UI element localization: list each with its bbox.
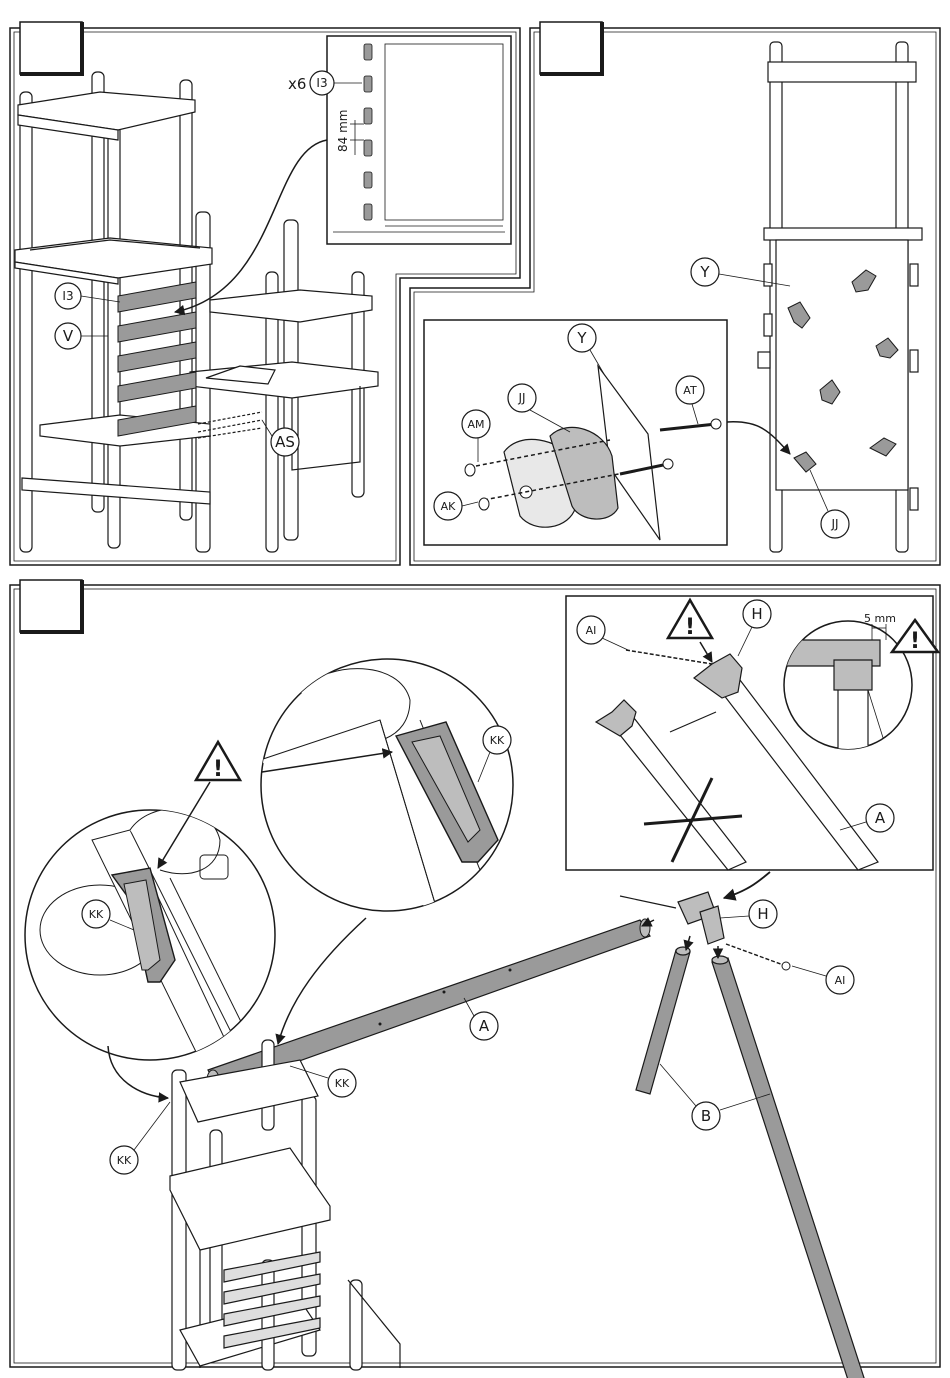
label-bolt-inset: AI <box>586 624 597 637</box>
label-clip-tower2: KK <box>117 1154 132 1167</box>
label-grip-right: JJ <box>830 517 838 531</box>
label-post: V <box>63 327 74 345</box>
label-beam: A <box>479 1017 490 1035</box>
gap-text: 5 mm <box>864 612 896 625</box>
label-bracket: H <box>757 905 768 923</box>
inset-part-label: I3 <box>316 76 327 90</box>
label-wall: Y <box>699 263 710 281</box>
label-slat: I3 <box>62 289 73 303</box>
callout-bolt: AI <box>792 966 854 994</box>
bracket <box>678 892 724 944</box>
inset-quantity: x6 <box>288 75 306 93</box>
label-legs: B <box>701 1107 711 1125</box>
label-bracket-inset: H <box>751 605 762 623</box>
callout-bracket: H <box>720 900 777 928</box>
warning-icon: ! <box>196 742 240 782</box>
step-number-box <box>20 22 82 74</box>
spacing-text: 84 mm <box>336 110 350 152</box>
label-clip-tower: KK <box>335 1077 350 1090</box>
label-bolt: AT <box>683 384 697 397</box>
label-clip-zoom-right: KK <box>490 734 505 747</box>
step-number-box <box>540 22 602 74</box>
callout-beam: A <box>464 998 498 1040</box>
label-screws: AS <box>275 433 295 451</box>
inset-slat-spacing: 84 mm x6 I3 <box>288 36 511 244</box>
label-bolt: AI <box>835 974 846 987</box>
label-cap: AM <box>467 418 484 431</box>
step-number-box <box>20 580 82 632</box>
label-beam-inset: A <box>875 809 886 827</box>
svg-text:!: ! <box>910 629 920 654</box>
legs <box>636 947 866 1378</box>
climbing-wall-tower <box>758 42 922 552</box>
svg-text:!: ! <box>213 757 223 782</box>
zoom-clip-right <box>260 659 513 920</box>
tower-structure <box>170 1040 400 1370</box>
label-nut: AK <box>441 500 457 513</box>
svg-text:!: ! <box>685 615 695 640</box>
zoom-clip-left <box>25 809 275 1060</box>
label-clip-zoom-left: KK <box>89 908 104 921</box>
arrow-icon <box>724 872 770 898</box>
callout-clip-tower2: KK <box>110 1102 170 1174</box>
label-grip-left: JJ <box>517 391 525 405</box>
label-wall-detail: Y <box>576 329 587 347</box>
panel-3: 5 mm ! ! ! AI H <box>10 580 940 1378</box>
